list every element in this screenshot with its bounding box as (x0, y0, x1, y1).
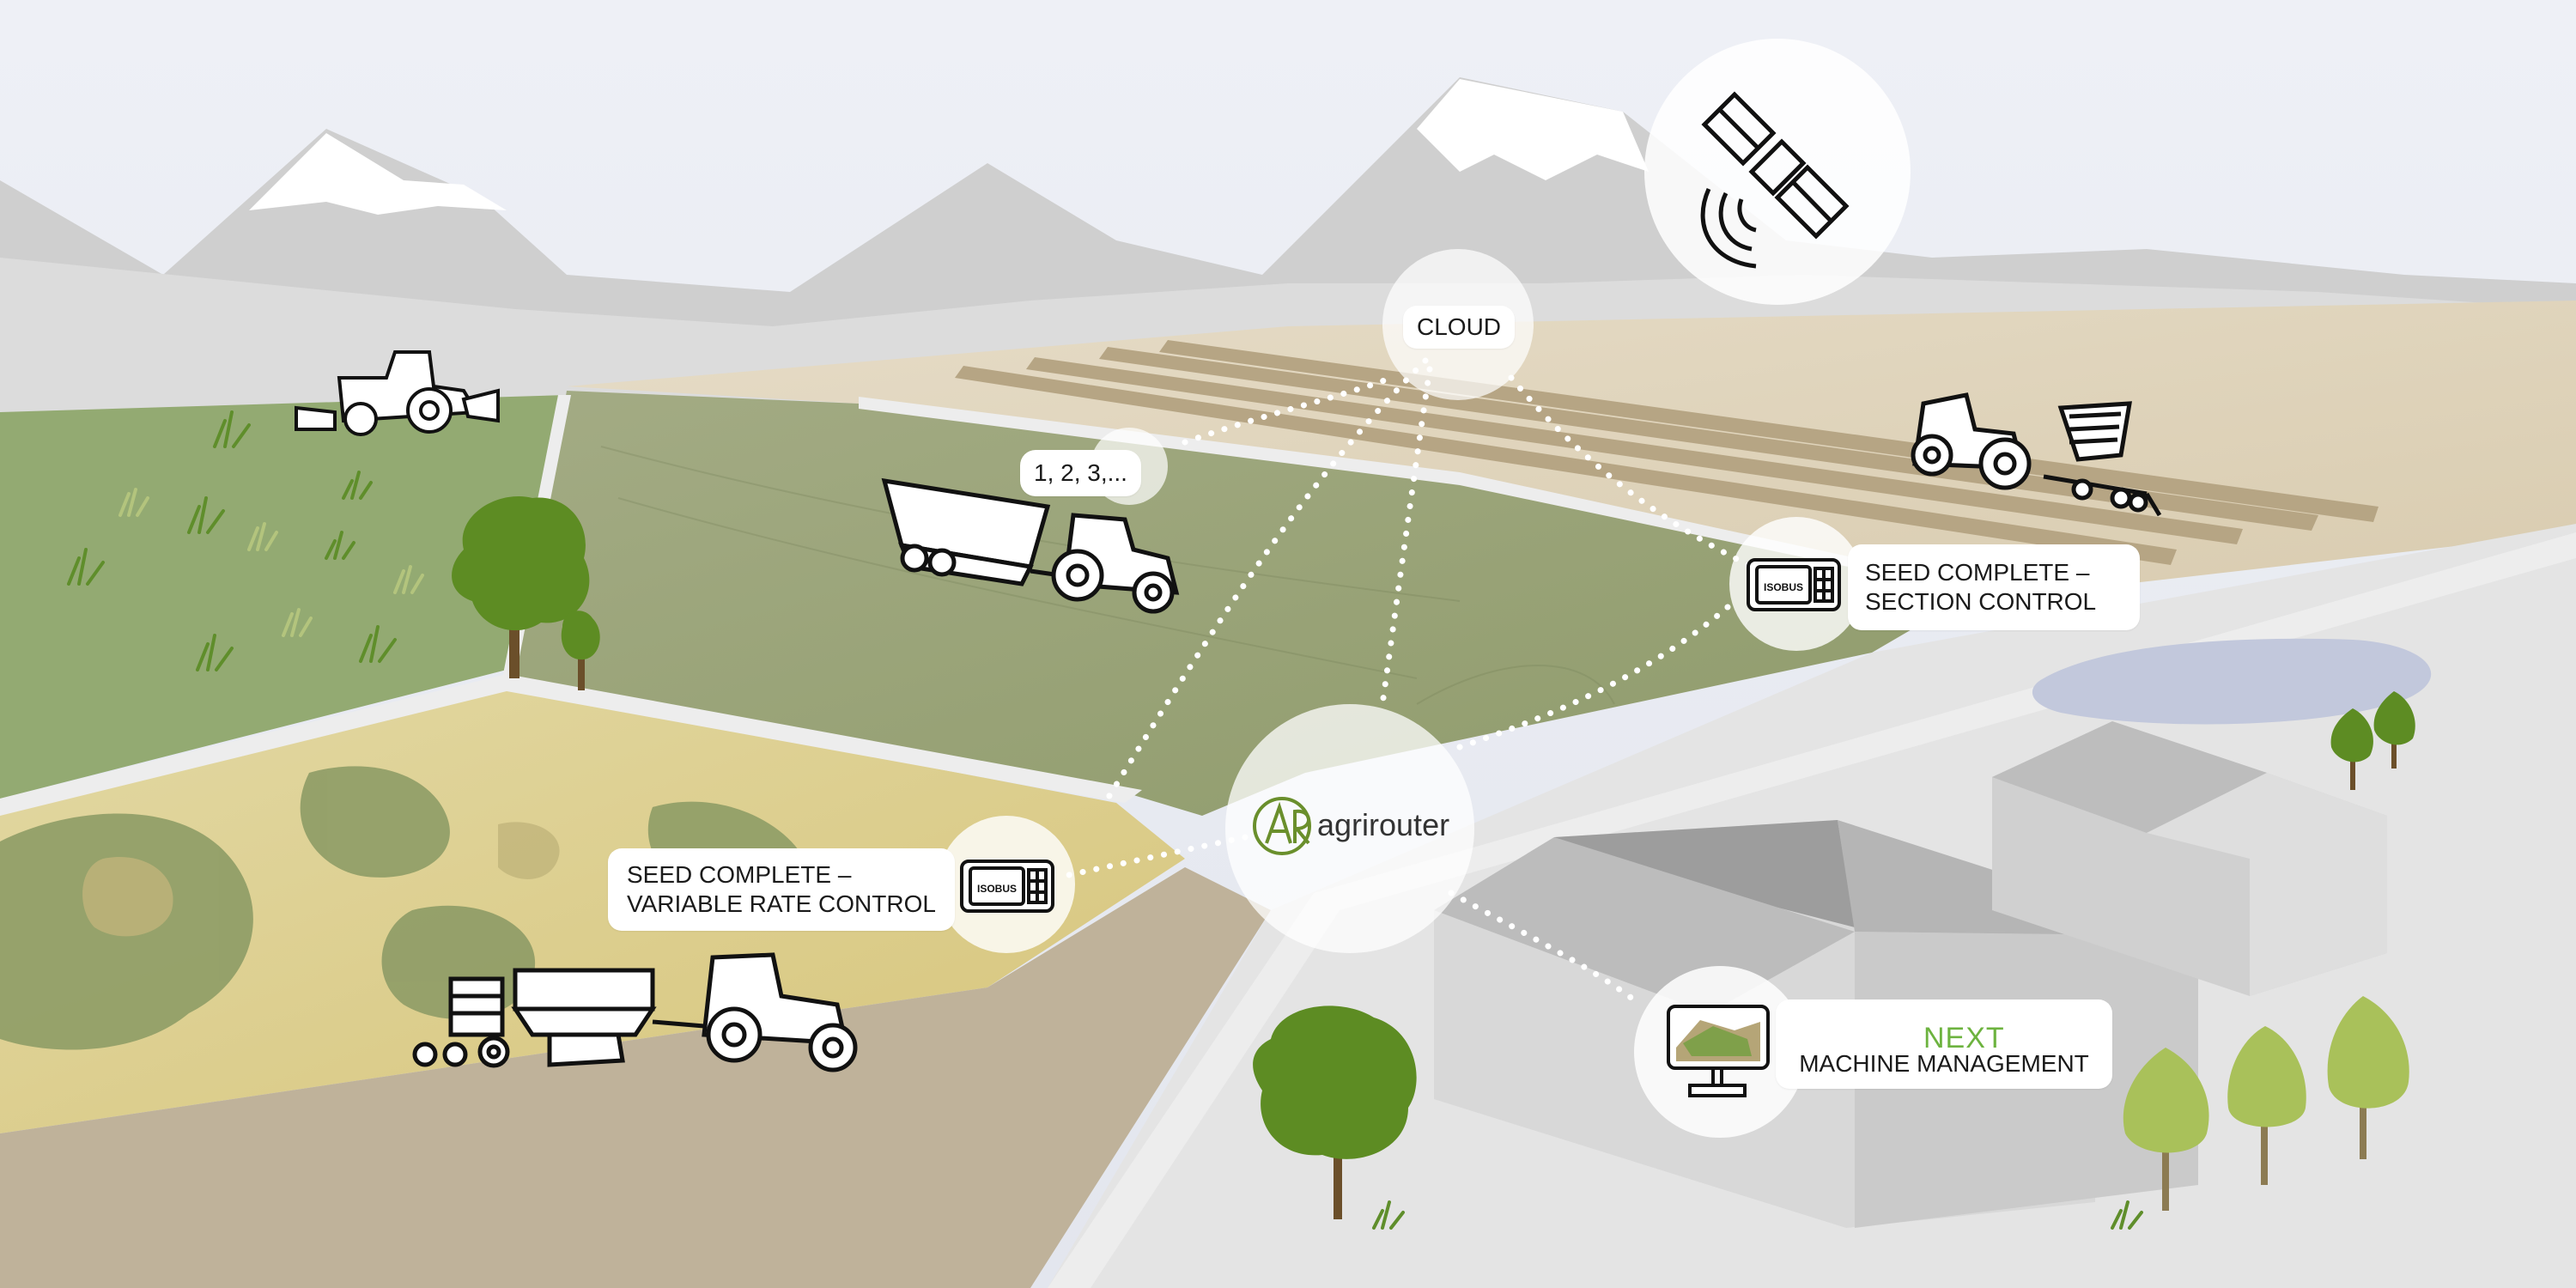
network-links (1061, 357, 1755, 1008)
tree-icon (1253, 1005, 1417, 1219)
monitor-icon (1667, 1005, 1770, 1097)
tractor-icon (881, 477, 1180, 614)
agrirouter-logo (1253, 797, 1311, 855)
tree-icon (2123, 996, 2409, 1211)
variable-line-1: SEED COMPLETE – (627, 861, 852, 888)
isobus-text: ISOBUS (1764, 581, 1803, 593)
crop-field (515, 391, 1975, 816)
agrirouter-text: agrirouter (1317, 807, 1450, 842)
isobus-terminal-icon (960, 860, 1054, 913)
agrirouter-bubble (1225, 704, 1474, 953)
count-label: 1, 2, 3,... (1020, 450, 1141, 496)
tractor-icon (412, 952, 858, 1072)
machine-label-text: MACHINE MANAGEMENT (1799, 1050, 2089, 1077)
section-line-1: SEED COMPLETE – (1865, 559, 2090, 586)
grass-icon (67, 410, 2143, 1230)
satellite-icon (1700, 91, 1850, 269)
beige-field (567, 301, 2576, 601)
green-pasture (0, 395, 567, 799)
barn (1992, 721, 2387, 996)
next-brand: NEXT (1923, 1022, 2005, 1054)
tree-icon (2330, 691, 2415, 790)
soil-field (0, 867, 1271, 1288)
pond (2032, 638, 2432, 725)
satellite-bubble (1644, 39, 1911, 305)
tractor-icon (1911, 392, 2162, 517)
cloud-label: CLOUD (1403, 306, 1516, 349)
machine-management-label: MACHINE MANAGEMENT (1776, 999, 2112, 1089)
isobus-text: ISOBUS (977, 883, 1017, 895)
tree-icon (452, 496, 590, 678)
section-control-label: SEED COMPLETE – SECTION CONTROL (1848, 544, 2140, 630)
section-line-2: SECTION CONTROL (1865, 588, 2097, 615)
yellow-field (0, 687, 1185, 1133)
tractor-icon (295, 350, 500, 436)
variable-line-2: VARIABLE RATE CONTROL (627, 890, 936, 917)
isobus-terminal-icon (1747, 558, 1841, 611)
tree-icon (561, 611, 600, 690)
variable-rate-label: SEED COMPLETE – VARIABLE RATE CONTROL (608, 848, 955, 931)
